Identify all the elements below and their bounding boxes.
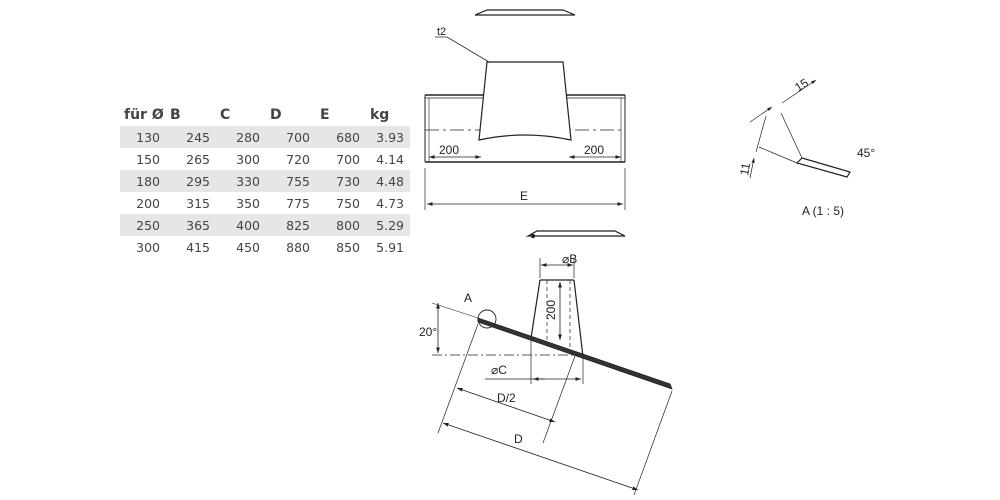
table-cell: 265 [186, 151, 210, 167]
table-cell: 5.29 [366, 214, 410, 236]
col-header-c: C [220, 107, 231, 123]
label-t2: t2 [437, 26, 446, 38]
table-row: 250 365 400 825 800 5.29 [120, 214, 410, 236]
detail-circle-a [477, 309, 497, 329]
front-cone [478, 61, 572, 141]
label-angle-20: 20° [419, 325, 437, 339]
side-view [431, 230, 673, 496]
table-cell: 400 [216, 214, 266, 236]
table-cell: 5.91 [376, 239, 404, 255]
table-cell: 250 [120, 214, 166, 236]
table-cell: 730 [316, 170, 366, 192]
front-view [424, 9, 626, 210]
table-cell: 315 [186, 195, 210, 211]
slanted-base-plate [477, 317, 673, 390]
table-cell: 755 [266, 170, 316, 192]
table-header-row: für Ø B C D E kg [120, 104, 410, 126]
table-cell: 295 [166, 170, 216, 192]
table-cell: 200 [136, 195, 160, 211]
table-cell: 4.14 [376, 151, 404, 167]
table-cell: 700 [336, 151, 360, 167]
table-row: 180 295 330 755 730 4.48 [120, 170, 410, 192]
dimension-table: für Ø B C D E kg 130 245 280 700 680 3.9… [120, 104, 410, 258]
col-header-b: B [170, 107, 181, 123]
detail-a-view [749, 79, 851, 179]
table-cell: 750 [336, 195, 360, 211]
detail-plate-edge [795, 157, 851, 178]
table-cell: 775 [286, 195, 310, 211]
table-cell: 245 [166, 126, 216, 148]
table-cell: 4.48 [366, 170, 410, 192]
table-cell: 365 [166, 214, 216, 236]
table-cell: 4.73 [376, 195, 404, 211]
table-cell: 700 [266, 126, 316, 148]
table-cell: 415 [186, 239, 210, 255]
label-front-200-left: 200 [439, 143, 459, 157]
label-dim-d-half: D/2 [497, 391, 516, 405]
table-cell: 150 [136, 151, 160, 167]
table-cell: 130 [120, 126, 166, 148]
side-rain-cap [525, 230, 626, 237]
table-cell: 880 [286, 239, 310, 255]
detail-caption: A (1 : 5) [802, 204, 844, 218]
table-cell: 280 [216, 126, 266, 148]
front-rain-cap [474, 9, 576, 16]
table-cell: 300 [136, 239, 160, 255]
table-cell: 350 [236, 195, 260, 211]
table-cell: 825 [266, 214, 316, 236]
col-header-kg: kg [370, 107, 390, 123]
table-cell: 330 [216, 170, 266, 192]
table-cell: 720 [286, 151, 310, 167]
col-header-d: D [270, 107, 282, 123]
table-row: 300 415 450 880 850 5.91 [120, 236, 410, 258]
table-row: 200 315 350 775 750 4.73 [120, 192, 410, 214]
table-cell: 850 [336, 239, 360, 255]
label-dim-e: E [520, 189, 528, 203]
label-detail-11: 11 [737, 162, 753, 177]
label-front-200-right: 200 [584, 143, 604, 157]
label-point-a: A [464, 291, 472, 305]
table-cell: 680 [316, 126, 366, 148]
col-header-e: E [320, 107, 330, 123]
table-cell: 450 [236, 239, 260, 255]
table-cell: 180 [120, 170, 166, 192]
table-cell: 800 [316, 214, 366, 236]
col-header-diameter: für Ø [124, 107, 164, 123]
label-detail-15: 15 [792, 75, 811, 94]
label-dim-c: ⌀C [491, 363, 507, 377]
label-dim-200-vertical: 200 [544, 300, 558, 320]
label-detail-45: 45° [857, 146, 875, 160]
table-row: 150 265 300 720 700 4.14 [120, 148, 410, 170]
table-cell: 300 [236, 151, 260, 167]
label-dim-d: D [514, 432, 523, 446]
table-cell: 3.93 [366, 126, 410, 148]
label-dim-b: ⌀B [562, 252, 577, 266]
table-row: 130 245 280 700 680 3.93 [120, 126, 410, 148]
